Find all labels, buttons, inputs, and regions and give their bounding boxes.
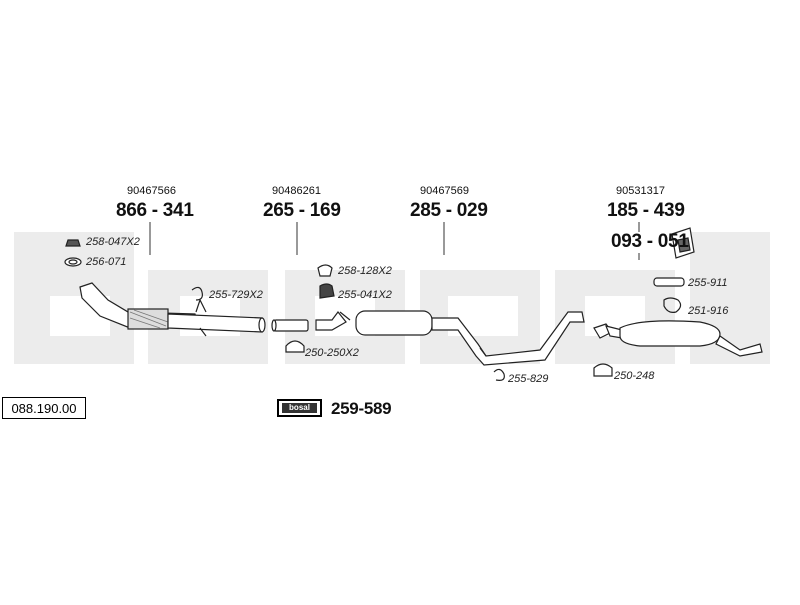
leader-lines [149,222,640,260]
accessory-icons [64,239,685,381]
accessory-label-255-829[interactable]: 255-829 [508,373,549,385]
accessory-label-258-128[interactable]: 258-128X2 [338,265,392,277]
front-pipe-drawing [79,282,266,337]
part-number-rear-silencer[interactable]: 185 - 439 [607,200,685,221]
part-number-rubber-mount[interactable]: 093 - 051 [611,231,689,252]
bosal-logo: bosal [282,403,317,413]
rear-silencer-drawing [593,320,763,357]
middle-silencer-drawing [315,310,585,366]
oem-number-middle-silencer: 90467569 [420,185,469,197]
oem-number-intermediate: 90486261 [272,185,321,197]
accessory-label-255-729[interactable]: 255-729X2 [209,289,263,301]
part-number-middle-silencer[interactable]: 285 - 029 [410,200,488,221]
accessory-label-255-041[interactable]: 255-041X2 [338,289,392,301]
accessory-label-250-250[interactable]: 250-250X2 [305,347,359,359]
accessory-label-251-916[interactable]: 251-916 [688,305,729,317]
diagram-reference-number: 088.190.00 [2,397,86,419]
part-number-intermediate[interactable]: 265 - 169 [263,200,341,221]
accessory-label-258-047[interactable]: 258-047X2 [86,236,140,248]
oem-number-front-pipe: 90467566 [127,185,176,197]
rubber-mount-drawing [671,227,695,259]
accessory-label-256-071[interactable]: 256-071 [86,256,127,268]
accessory-label-255-911[interactable]: 255-911 [688,277,728,289]
intermediate-pipe-drawing [271,319,309,332]
oem-number-rear-silencer: 90531317 [616,185,665,197]
accessory-label-250-248[interactable]: 250-248 [614,370,655,382]
mounting-kit-part-number[interactable]: 259-589 [331,399,392,418]
part-number-front-pipe[interactable]: 866 - 341 [116,200,194,221]
mounting-kit-box: bosal [277,399,322,417]
